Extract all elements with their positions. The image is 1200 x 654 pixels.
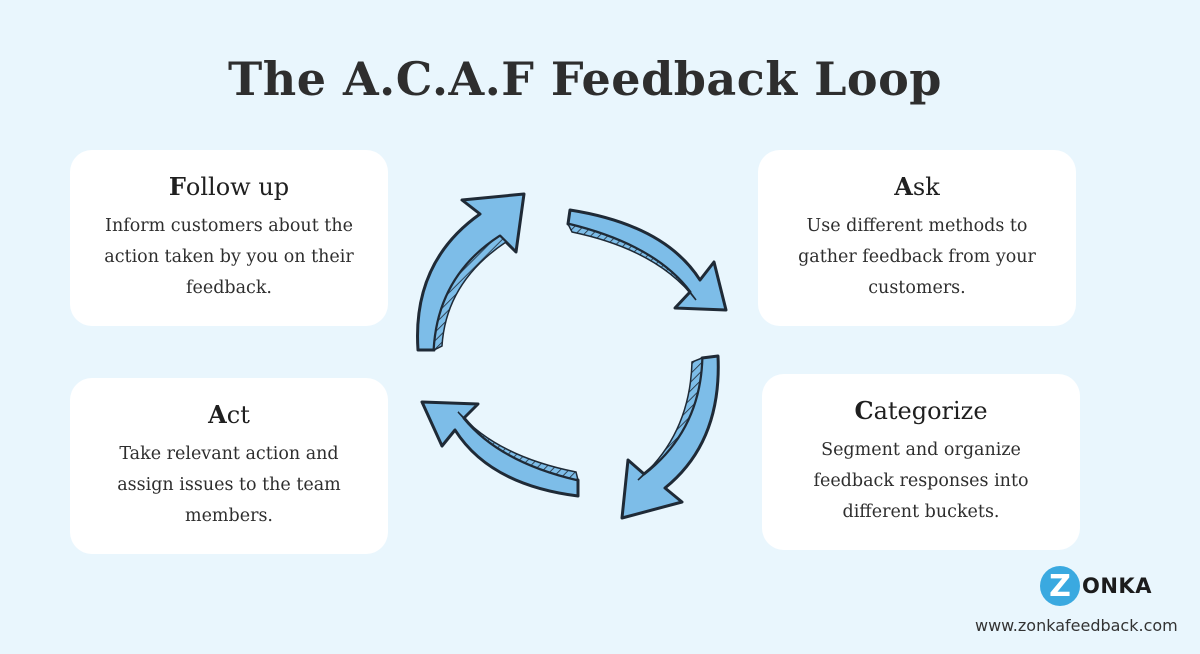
step-initial: A [208,400,227,429]
step-initial: C [854,396,874,425]
step-card-act: Act Take relevant action and assign issu… [70,378,388,554]
zonka-logo: Z ONKA [1040,566,1152,606]
step-title-rest: sk [912,173,940,201]
step-title-rest: ct [226,401,250,429]
arrow-top-right [566,208,728,312]
step-card-categorize: Categorize Segment and organize feedback… [762,374,1080,550]
step-heading: Categorize [782,396,1060,425]
arrow-bottom-right [620,354,720,520]
cycle-arrows [416,192,728,520]
step-heading: Follow up [90,172,368,201]
step-card-ask: Ask Use different methods to gather feed… [758,150,1076,326]
website-url: www.zonkafeedback.com [975,616,1178,635]
step-title-rest: ategorize [873,397,988,425]
step-description: Use different methods to gather feedback… [798,216,1036,298]
step-card-follow-up: Follow up Inform customers about the act… [70,150,388,326]
step-heading: Act [90,400,368,429]
step-title-rest: ollow up [185,173,290,201]
step-initial: F [168,172,186,201]
step-description: Segment and organize feedback responses … [813,440,1029,522]
step-description: Take relevant action and assign issues t… [117,444,341,526]
arrow-top-left [416,192,526,352]
diagram-title: The A.C.A.F Feedback Loop [228,52,942,106]
step-description: Inform customers about the action taken … [104,216,354,298]
arrow-bottom-left [420,400,580,498]
logo-wordmark: ONKA [1082,574,1152,598]
step-heading: Ask [778,172,1056,201]
step-initial: A [894,172,913,201]
logo-mark: Z [1040,566,1080,606]
